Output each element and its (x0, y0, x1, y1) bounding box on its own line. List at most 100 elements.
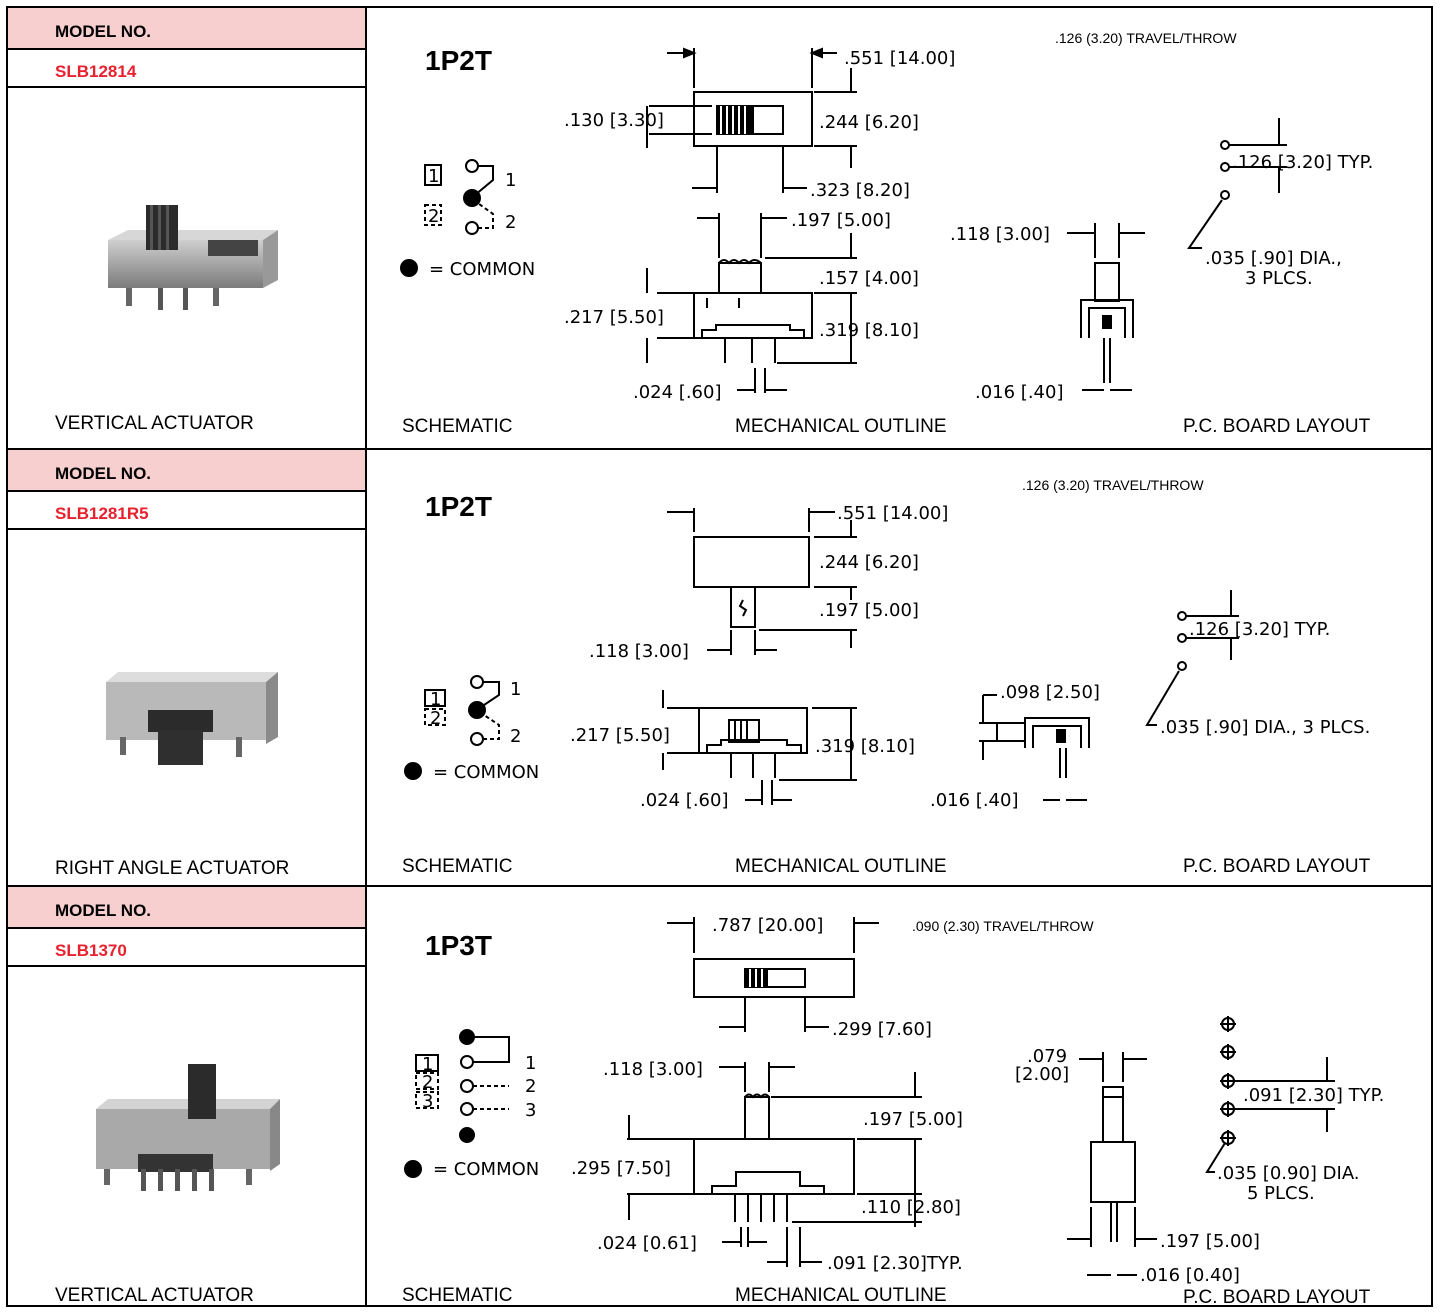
svg-text:.079: .079 (1027, 1046, 1067, 1067)
model-row-3: MODEL NO. SLB1370 VERTICAL ACTUATOR 1P3T… (8, 885, 1431, 1307)
svg-text:.091 [2.30] TYP.: .091 [2.30] TYP. (1243, 1085, 1384, 1106)
svg-text:1: 1 (505, 170, 516, 191)
svg-text:.098 [2.50]: .098 [2.50] (1000, 682, 1100, 703)
svg-text:= COMMON: = COMMON (433, 762, 539, 783)
svg-text:.244 [6.20]: .244 [6.20] (819, 112, 919, 133)
model-number: SLB12814 (8, 50, 365, 88)
pcb-layout-diagram: .126 [3.20] TYP. .035 [.90] DIA., 3 PLCS… (1145, 590, 1370, 738)
svg-text:.197 [5.00]: .197 [5.00] (863, 1109, 963, 1130)
svg-text:1: 1 (525, 1053, 536, 1074)
svg-text:1: 1 (428, 166, 439, 187)
svg-text:.295 [7.50]: .295 [7.50] (571, 1158, 671, 1179)
pcb-caption: P.C. BOARD LAYOUT (1183, 1287, 1371, 1307)
travel-note: .090 (2.30) TRAVEL/THROW (912, 918, 1094, 934)
svg-text:.323 [8.20]: .323 [8.20] (810, 180, 910, 201)
svg-text:.551 [14.00]: .551 [14.00] (837, 503, 948, 524)
mechanical-front-view: .217 [5.50] .319 [8.10] .024 [.60] (570, 690, 915, 811)
svg-text:.126 [3.20] TYP.: .126 [3.20] TYP. (1189, 619, 1330, 640)
model-info-column: MODEL NO. SLB1370 VERTICAL ACTUATOR (8, 887, 367, 1306)
pole-type: 1P2T (425, 45, 492, 76)
svg-text:.118 [3.00]: .118 [3.00] (950, 224, 1050, 245)
svg-text:3 PLCS.: 3 PLCS. (1245, 268, 1313, 289)
svg-text:.217 [5.50]: .217 [5.50] (570, 725, 670, 746)
svg-text:.126 [3.20] TYP.: .126 [3.20] TYP. (1232, 152, 1373, 173)
model-label: MODEL NO. (8, 450, 365, 492)
travel-note: .126 (3.20) TRAVEL/THROW (1055, 30, 1237, 46)
mechanical-caption: MECHANICAL OUTLINE (735, 416, 947, 437)
svg-text:= COMMON: = COMMON (429, 259, 535, 280)
mechanical-top-view: .551 [14.00] .244 [6.20] .197 [5.00] .11… (589, 503, 948, 662)
model-info-column: MODEL NO. SLB12814 VERTICAL ACTUATOR (8, 8, 367, 448)
svg-text:.024 [.60]: .024 [.60] (633, 382, 721, 403)
svg-text:1: 1 (430, 689, 441, 710)
svg-text:.197 [5.00]: .197 [5.00] (1160, 1231, 1260, 1252)
schematic-diagram: 1 2 3 1 2 3 = COMMON (404, 1029, 539, 1180)
svg-text:.118 [3.00]: .118 [3.00] (589, 641, 689, 662)
svg-text:.197 [5.00]: .197 [5.00] (819, 600, 919, 621)
svg-text:2: 2 (510, 726, 521, 747)
mechanical-caption: MECHANICAL OUTLINE (735, 856, 947, 877)
svg-text:.157 [4.00]: .157 [4.00] (819, 268, 919, 289)
schematic-diagram: 1 2 1 2 = COMMON (400, 159, 535, 280)
svg-text:2: 2 (428, 206, 439, 227)
pcb-caption: P.C. BOARD LAYOUT (1183, 416, 1371, 437)
product-photo (106, 672, 278, 765)
product-photo (108, 205, 278, 310)
pcb-caption: P.C. BOARD LAYOUT (1183, 856, 1371, 877)
model-number: SLB1370 (8, 929, 365, 967)
model-label: MODEL NO. (8, 8, 365, 50)
svg-text:.299 [7.60]: .299 [7.60] (832, 1019, 932, 1040)
svg-text:.016 [.40]: .016 [.40] (975, 382, 1063, 403)
schematic-diagram: 1 2 1 2 = COMMON (404, 675, 539, 783)
travel-note: .126 (3.20) TRAVEL/THROW (1022, 477, 1204, 493)
svg-text:2: 2 (525, 1076, 536, 1097)
svg-text:.130 [3.30]: .130 [3.30] (564, 110, 664, 131)
schematic-caption: SCHEMATIC (402, 1285, 512, 1306)
svg-text:.024 [0.61]: .024 [0.61] (597, 1233, 697, 1254)
svg-text:.016 [0.40]: .016 [0.40] (1140, 1265, 1240, 1286)
model-number: SLB1281R5 (8, 492, 365, 530)
model-info-column: MODEL NO. SLB1281R5 RIGHT ANGLE ACTUATOR (8, 450, 367, 885)
drawing-area: 1P3T .090 (2.30) TRAVEL/THROW 1 2 3 1 2 … (367, 887, 1431, 1307)
svg-text:.244 [6.20]: .244 [6.20] (819, 552, 919, 573)
svg-text:.319 [8.10]: .319 [8.10] (815, 736, 915, 757)
svg-text:[2.00]: [2.00] (1015, 1064, 1069, 1085)
mechanical-side-view: .079 [2.00] .197 [5.00] .016 [0.40] (1015, 1046, 1260, 1286)
svg-text:.319 [8.10]: .319 [8.10] (819, 320, 919, 341)
svg-text:1: 1 (510, 679, 521, 700)
svg-text:3: 3 (422, 1091, 433, 1112)
svg-text:2: 2 (430, 708, 441, 729)
mechanical-front-view: .197 [5.00] .157 [4.00] .217 [5.50] .319… (564, 210, 919, 403)
svg-text:.787 [20.00]: .787 [20.00] (712, 915, 823, 936)
svg-text:.016 [.40]: .016 [.40] (930, 790, 1018, 811)
actuator-caption: RIGHT ANGLE ACTUATOR (55, 858, 290, 879)
mechanical-side-view: .118 [3.00] .016 [.40] (950, 223, 1145, 403)
svg-text:3: 3 (525, 1100, 536, 1121)
mechanical-front-view: .118 [3.00] .197 [5.00] .295 [7.50] .110… (571, 1059, 963, 1274)
mechanical-top-view: .551 [14.00] .130 [3.30] .244 [6.20] .32… (564, 47, 955, 201)
pole-type: 1P3T (425, 930, 492, 961)
svg-text:.217 [5.50]: .217 [5.50] (564, 307, 664, 328)
model-row-1: MODEL NO. SLB12814 VERTICAL ACTUATOR 1P2… (8, 8, 1431, 448)
svg-text:.110 [2.80]: .110 [2.80] (861, 1197, 961, 1218)
schematic-caption: SCHEMATIC (402, 416, 512, 437)
svg-text:1: 1 (422, 1054, 433, 1075)
datasheet: MODEL NO. SLB12814 VERTICAL ACTUATOR 1P2… (6, 6, 1433, 1307)
pcb-layout-diagram: .126 [3.20] TYP. .035 [.90] DIA., 3 PLCS… (1187, 118, 1373, 289)
svg-text:5 PLCS.: 5 PLCS. (1247, 1183, 1315, 1204)
pole-type: 1P2T (425, 491, 492, 522)
drawing-area: 1P2T .126 (3.20) TRAVEL/THROW 1 2 1 2 = … (367, 8, 1431, 448)
model-label: MODEL NO. (8, 887, 365, 929)
svg-text:= COMMON: = COMMON (433, 1159, 539, 1180)
product-photo (96, 1064, 280, 1191)
svg-text:.035 [0.90] DIA.: .035 [0.90] DIA. (1217, 1163, 1360, 1184)
svg-text:.197 [5.00]: .197 [5.00] (791, 210, 891, 231)
svg-text:2: 2 (422, 1072, 433, 1093)
svg-text:.118 [3.00]: .118 [3.00] (603, 1059, 703, 1080)
pcb-layout-diagram: .091 [2.30] TYP. .035 [0.90] DIA. 5 PLCS… (1205, 1016, 1384, 1204)
svg-text:.035 [.90] DIA., 3 PLCS.: .035 [.90] DIA., 3 PLCS. (1160, 717, 1370, 738)
drawing-area: 1P2T .126 (3.20) TRAVEL/THROW 1 2 1 2 = … (367, 450, 1431, 885)
mechanical-caption: MECHANICAL OUTLINE (735, 1285, 947, 1306)
schematic-caption: SCHEMATIC (402, 856, 512, 877)
mechanical-top-view: .787 [20.00] .299 [7.60] (667, 915, 932, 1040)
